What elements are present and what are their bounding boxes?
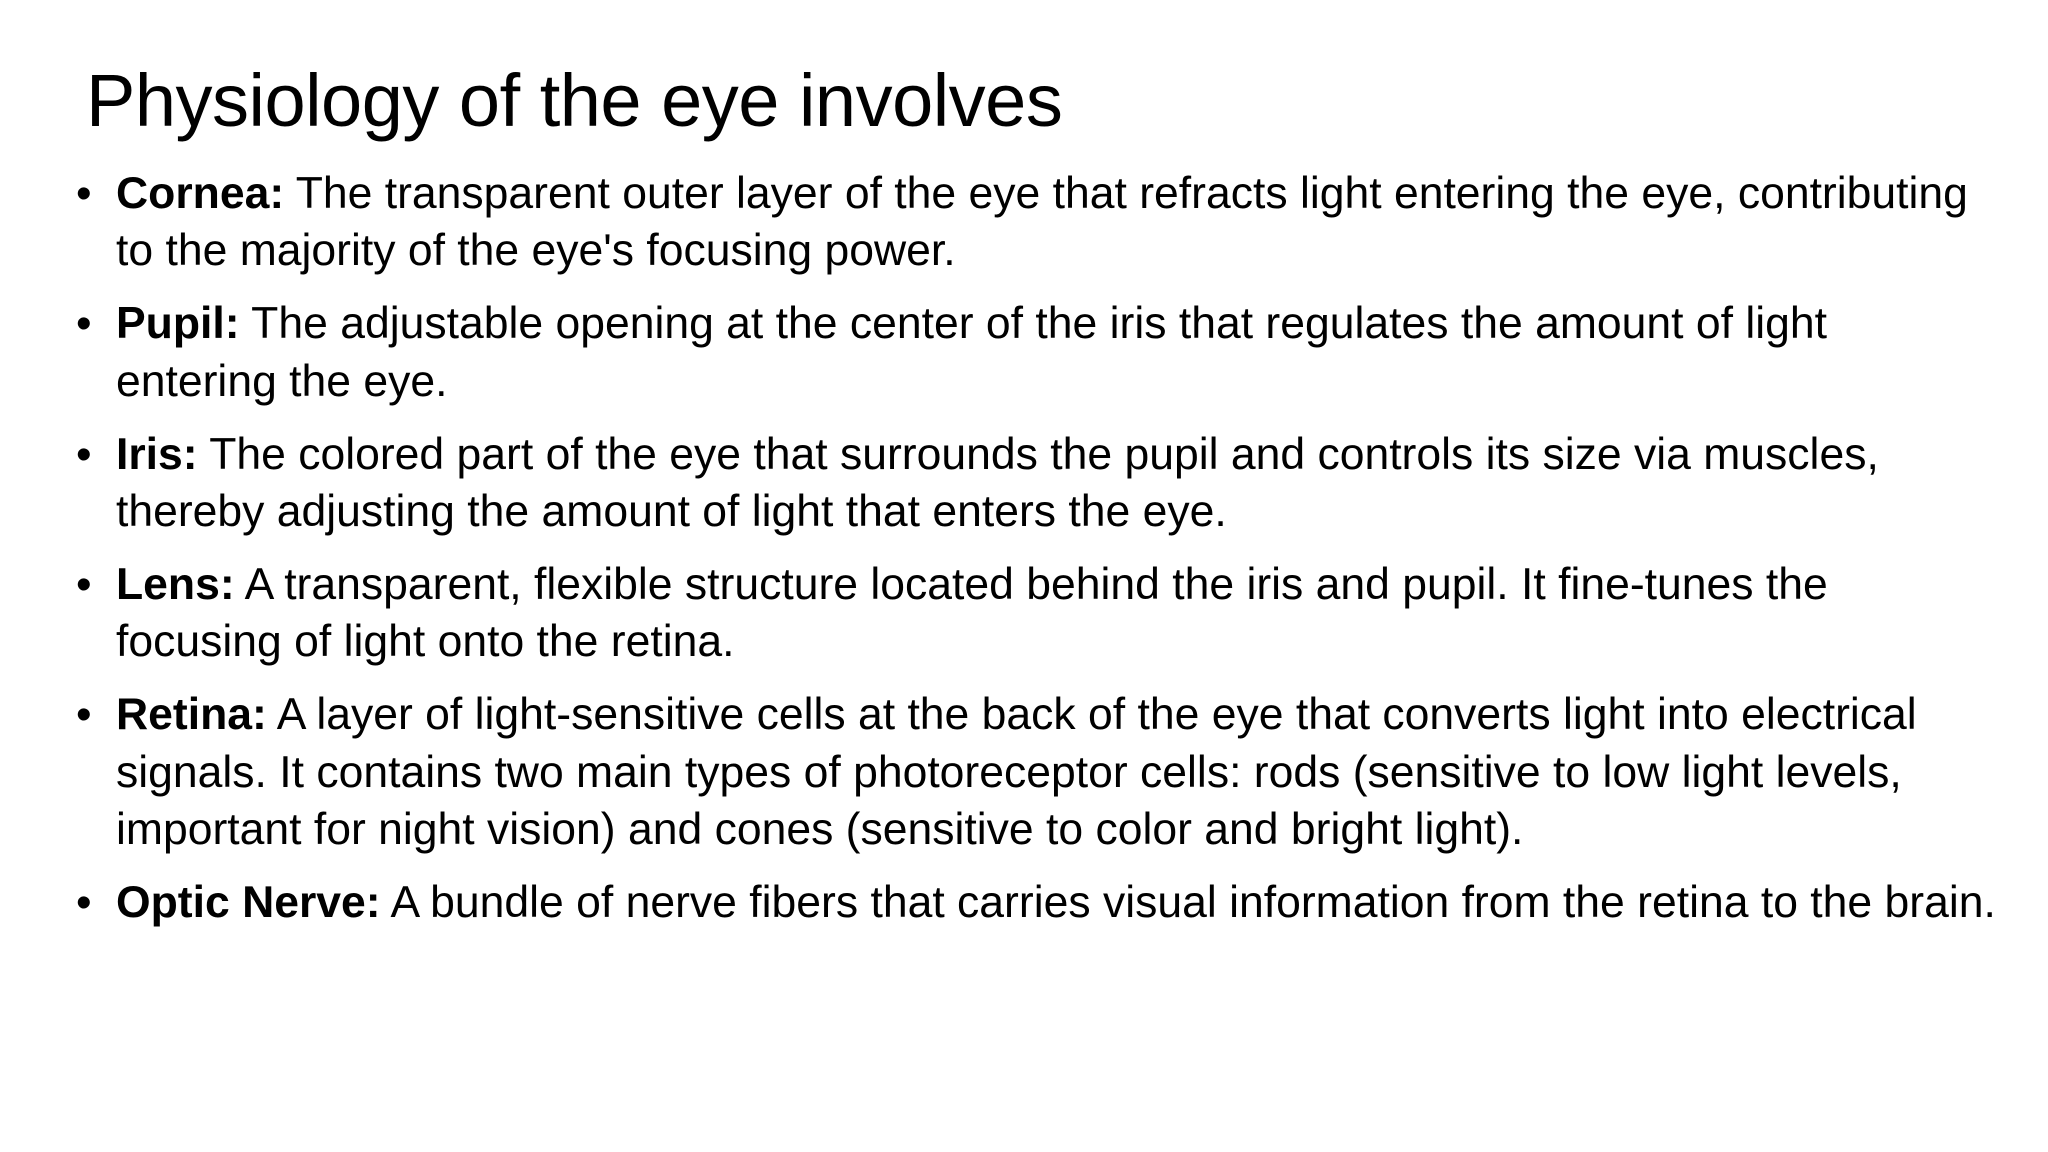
list-item-term: Cornea: [116,169,285,218]
list-item-description: A transparent, flexible structure locate… [116,560,1828,667]
bullet-list: • Cornea: The transparent outer layer of… [60,165,2000,931]
list-item-text: Retina: A layer of light-sensitive cells… [116,686,2000,858]
bullet-point-icon: • [76,429,92,479]
bullet-point-icon: • [76,690,92,740]
list-item-text: Iris: The colored part of the eye that s… [116,426,2000,540]
bullet-point-icon: • [76,299,92,349]
list-item-text: Optic Nerve: A bundle of nerve fibers th… [116,874,2000,931]
list-item-text: Lens: A transparent, flexible structure … [116,556,2000,670]
list-item-description: A layer of light-sensitive cells at the … [116,690,1917,854]
bullet-point-icon: • [76,169,92,218]
list-item-description: The transparent outer layer of the eye t… [116,169,1968,276]
list-item-term: Retina: [116,690,267,740]
list-item-text: Cornea: The transparent outer layer of t… [116,165,2000,279]
list-item: • Cornea: The transparent outer layer of… [60,165,2000,279]
list-item-term: Pupil: [116,299,240,349]
list-item: • Retina: A layer of light-sensitive cel… [60,686,2000,858]
list-item: • Optic Nerve: A bundle of nerve fibers … [60,874,2000,931]
list-item-description: The colored part of the eye that surroun… [116,429,1879,536]
page-title: Physiology of the eye involves [86,58,1063,142]
list-item-term: Optic Nerve: [116,877,381,927]
list-item-term: Lens: [116,560,235,610]
list-item: • Pupil: The adjustable opening at the c… [60,295,2000,409]
bullet-point-icon: • [76,877,92,927]
bullet-point-icon: • [76,560,92,610]
list-item-text: Pupil: The adjustable opening at the cen… [116,295,2000,409]
list-item-description: A bundle of nerve fibers that carries vi… [390,877,1996,927]
list-item-term: Iris: [116,429,198,479]
list-item: • Iris: The colored part of the eye that… [60,426,2000,540]
list-item: • Lens: A transparent, flexible structur… [60,556,2000,670]
list-item-description: The adjustable opening at the center of … [116,299,1827,406]
